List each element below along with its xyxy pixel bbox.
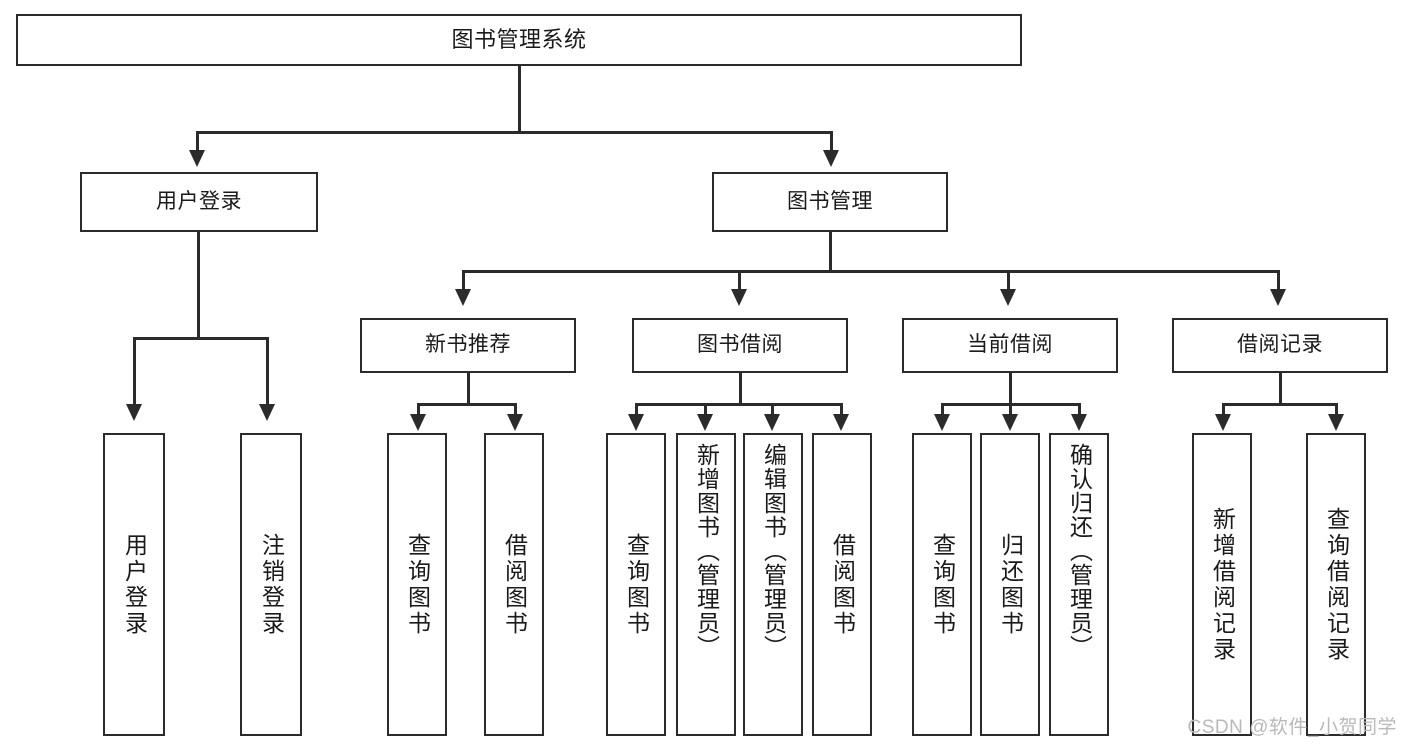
arrowhead-bb-leaf1 — [628, 414, 644, 431]
connector-bb-to-leaf4 — [840, 403, 843, 415]
node-label: 归还图书 — [997, 532, 1024, 637]
arrowhead-br-leaf2 — [1328, 414, 1344, 431]
node-label: 图书借阅 — [697, 333, 783, 357]
connector-nbr-to-leaf1 — [417, 403, 420, 415]
connector-user-login-to-leaf1 — [133, 337, 136, 405]
node-label: 新增图书（管理员） — [693, 443, 720, 659]
node-current-borrow[interactable]: 当前借阅 — [902, 318, 1118, 373]
csdn-watermark: CSDN @软件_小贺同学 — [1187, 717, 1397, 738]
connector-nbr-trunk — [467, 373, 470, 403]
node-borrow-record[interactable]: 借阅记录 — [1172, 318, 1388, 373]
leaf-return-books[interactable]: 归还图书 — [980, 433, 1040, 736]
connector-user-login-to-leaf2 — [266, 337, 269, 405]
arrowhead-new-book-rec — [455, 289, 471, 306]
leaf-confirm-return-admin[interactable]: 确认归还（管理员） — [1049, 433, 1109, 736]
arrowhead-bb-leaf3 — [764, 414, 780, 431]
arrowhead-borrow-record — [1270, 289, 1286, 306]
arrowhead-nbr-leaf2 — [507, 414, 523, 431]
node-label: 查询图书 — [929, 532, 956, 637]
arrowhead-bb-leaf4 — [833, 414, 849, 431]
node-label: 用户登录 — [156, 189, 242, 213]
connector-cb-trunk — [1009, 373, 1012, 403]
node-label: 编辑图书（管理员） — [760, 443, 787, 659]
arrowhead-nbr-leaf1 — [410, 414, 426, 431]
node-book-borrow[interactable]: 图书借阅 — [632, 318, 848, 373]
node-label: 借阅图书 — [501, 532, 528, 637]
arrowhead-cb-leaf3 — [1071, 414, 1087, 431]
arrowhead-book-borrow — [731, 289, 747, 306]
arrowhead-user-login — [189, 150, 205, 167]
leaf-query-borrow-record[interactable]: 查询借阅记录 — [1306, 433, 1366, 736]
leaf-add-borrow-record[interactable]: 新增借阅记录 — [1192, 433, 1252, 736]
connector-root-trunk — [518, 66, 521, 131]
arrowhead-user-login-leaf1 — [126, 404, 142, 421]
connector-book-manage-bus — [462, 270, 1280, 273]
connector-br-trunk — [1279, 373, 1282, 403]
leaf-borrow-books-bb[interactable]: 借阅图书 — [812, 433, 872, 736]
connector-br-to-leaf1 — [1222, 403, 1225, 415]
connector-root-to-user-login — [196, 131, 199, 153]
arrowhead-br-leaf1 — [1215, 414, 1231, 431]
leaf-logout[interactable]: 注销登录 — [240, 433, 302, 736]
node-label: 注销登录 — [258, 532, 285, 637]
connector-br-bus — [1222, 403, 1338, 406]
connector-bm-to-new-book-rec — [462, 270, 465, 292]
node-new-book-recommendation[interactable]: 新书推荐 — [360, 318, 576, 373]
arrowhead-cb-leaf1 — [934, 414, 950, 431]
node-label: 借阅记录 — [1237, 333, 1323, 357]
node-label: 新书推荐 — [425, 333, 511, 357]
node-label: 当前借阅 — [967, 333, 1053, 357]
node-book-management[interactable]: 图书管理 — [712, 172, 948, 232]
connector-cb-to-leaf2 — [1009, 403, 1012, 415]
leaf-add-book-admin[interactable]: 新增图书（管理员） — [676, 433, 736, 736]
connector-bm-to-borrow-record — [1277, 270, 1280, 292]
leaf-query-books-nbr[interactable]: 查询图书 — [387, 433, 447, 736]
arrowhead-user-login-leaf2 — [259, 404, 275, 421]
leaf-user-login[interactable]: 用户登录 — [103, 433, 165, 736]
node-label: 图书管理系统 — [451, 27, 587, 53]
connector-bb-to-leaf2 — [704, 403, 707, 415]
arrowhead-cb-leaf2 — [1002, 414, 1018, 431]
node-label: 新增借阅记录 — [1209, 506, 1236, 663]
connector-cb-to-leaf1 — [941, 403, 944, 415]
connector-nbr-bus — [417, 403, 517, 406]
connector-bm-to-current-borrow — [1007, 270, 1010, 292]
leaf-borrow-books-nbr[interactable]: 借阅图书 — [484, 433, 544, 736]
node-label: 查询图书 — [623, 532, 650, 637]
connector-user-login-bus — [133, 337, 269, 340]
leaf-query-books-bb[interactable]: 查询图书 — [606, 433, 666, 736]
connector-bb-bus — [635, 403, 843, 406]
connector-br-to-leaf2 — [1335, 403, 1338, 415]
connector-bb-to-leaf3 — [771, 403, 774, 415]
node-user-login[interactable]: 用户登录 — [80, 172, 318, 232]
connector-root-bus — [196, 131, 833, 134]
node-label: 图书管理 — [787, 189, 873, 213]
connector-root-to-book-manage — [830, 131, 833, 153]
arrowhead-current-borrow — [1000, 289, 1016, 306]
connector-bb-to-leaf1 — [635, 403, 638, 415]
leaf-edit-book-admin[interactable]: 编辑图书（管理员） — [743, 433, 803, 736]
connector-nbr-to-leaf2 — [514, 403, 517, 415]
connector-user-login-trunk — [197, 232, 200, 337]
connector-bb-trunk — [739, 373, 742, 403]
connector-cb-to-leaf3 — [1078, 403, 1081, 415]
node-label: 查询图书 — [404, 532, 431, 637]
node-label: 借阅图书 — [829, 532, 856, 637]
connector-bm-to-book-borrow — [738, 270, 741, 292]
arrowhead-book-manage — [823, 150, 839, 167]
node-label: 查询借阅记录 — [1323, 506, 1350, 663]
node-label: 用户登录 — [121, 532, 148, 637]
arrowhead-bb-leaf2 — [697, 414, 713, 431]
node-root-book-management-system[interactable]: 图书管理系统 — [16, 14, 1022, 66]
node-label: 确认归还（管理员） — [1066, 443, 1093, 659]
leaf-query-books-cb[interactable]: 查询图书 — [912, 433, 972, 736]
connector-book-manage-trunk — [829, 232, 832, 270]
